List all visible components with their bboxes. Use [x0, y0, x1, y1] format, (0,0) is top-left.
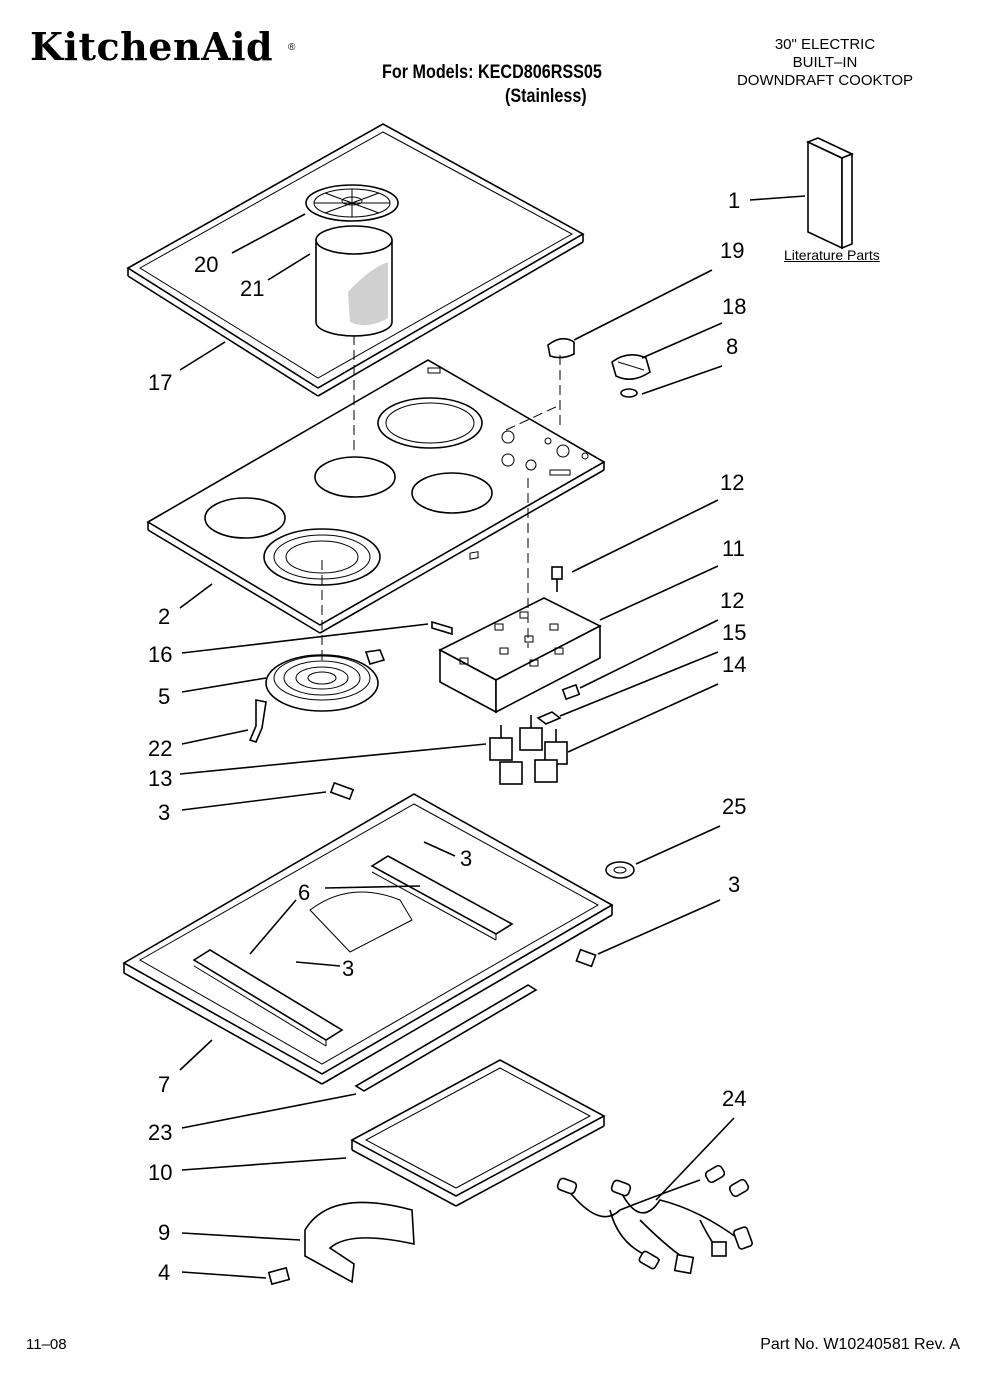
radiant-surface-element	[265, 649, 386, 712]
models-line: For Models: KECD806RSS05	[382, 62, 602, 83]
product-description: 30" ELECTRIC BUILT–IN DOWNDRAFT COOKTOP	[695, 36, 955, 90]
leader-arrows	[179, 195, 806, 1279]
models-finish: (Stainless)	[505, 86, 587, 107]
downdraft-grille	[305, 184, 399, 222]
screw	[551, 566, 563, 592]
callout-label: 24	[722, 1086, 746, 1111]
trim-strip	[354, 984, 538, 1092]
revision-date: 11–08	[26, 1336, 67, 1353]
screw	[561, 683, 581, 701]
callout-label: 9	[158, 1220, 170, 1245]
mounting-channel	[370, 855, 514, 941]
callout-label: 4	[158, 1260, 170, 1285]
knob-washer	[620, 388, 638, 398]
callout-label: 3	[342, 956, 354, 981]
callout-label: 23	[148, 1120, 172, 1145]
description-line: DOWNDRAFT COOKTOP	[736, 72, 914, 89]
callout-label: 3	[158, 800, 170, 825]
callout-label: 25	[722, 794, 746, 819]
control-box-assembly	[438, 551, 602, 714]
callout-label: 20	[194, 252, 218, 277]
knob-small	[547, 337, 575, 359]
infinite-switches	[489, 715, 568, 785]
wrapper-shield	[304, 1201, 415, 1284]
callout-label: 19	[720, 238, 744, 263]
literature-booklet	[805, 137, 855, 250]
callout-label: 22	[148, 736, 172, 761]
callout-label: 11	[722, 536, 745, 561]
brand-logo: KitchenAid	[30, 24, 274, 69]
terminal-clip	[431, 620, 453, 636]
screw	[267, 1266, 291, 1286]
callout-label: 12	[720, 588, 744, 613]
literature-parts-label: Literature Parts	[784, 247, 880, 263]
callout-label: 5	[158, 684, 170, 709]
callout-label: 15	[722, 620, 746, 645]
callout-label: 21	[240, 276, 264, 301]
callout-label: 13	[148, 766, 172, 791]
downdraft-filter	[315, 225, 393, 337]
mounting-channel	[192, 949, 344, 1047]
element-bracket	[248, 699, 267, 743]
glass-cooktop	[146, 359, 606, 634]
screw	[575, 948, 597, 968]
callout-label: 12	[720, 470, 744, 495]
callout-label: 7	[158, 1072, 170, 1097]
base-pan	[122, 793, 614, 1085]
blower-frame	[350, 1059, 606, 1207]
callout-label: 10	[148, 1160, 172, 1185]
callout-label: 6	[298, 880, 310, 905]
description-line: 30" ELECTRIC	[774, 36, 876, 53]
callout-label: 3	[460, 846, 472, 871]
callout-label: 18	[722, 294, 746, 319]
screw	[329, 781, 355, 801]
callout-label: 1	[728, 188, 740, 213]
description-line: BUILT–IN	[792, 54, 858, 71]
callout-label: 3	[728, 872, 740, 897]
callout-label: 17	[148, 370, 172, 395]
callout-label: 14	[722, 652, 746, 677]
control-knob	[611, 354, 651, 380]
registered-mark: ®	[288, 42, 296, 53]
label-tag	[536, 711, 562, 725]
callout-label: 2	[158, 604, 170, 629]
callout-label: 8	[726, 334, 738, 359]
grommet	[605, 861, 635, 879]
wire-harness	[556, 1164, 753, 1275]
part-number: Part No. W10240581 Rev. A	[760, 1336, 960, 1353]
callout-label: 16	[148, 642, 172, 667]
